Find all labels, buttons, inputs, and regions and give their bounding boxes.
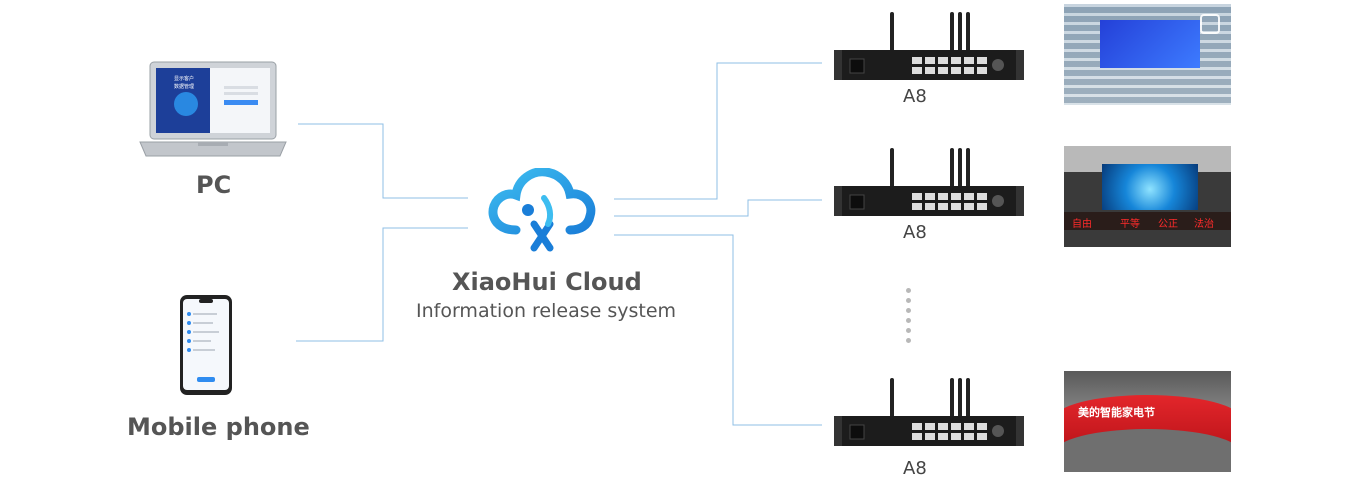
billboard-text: 美的智能家电节	[1078, 406, 1155, 419]
device-3-connector-line	[614, 234, 822, 426]
device-1-label: A8	[903, 86, 927, 107]
mobile-connector-line	[296, 227, 468, 342]
banner-word-1: 自由	[1072, 219, 1092, 230]
device-3-rack-icon	[834, 378, 1024, 446]
pc-label: PC	[196, 171, 232, 199]
device-1-rack-icon	[834, 12, 1024, 80]
laptop-icon	[139, 61, 287, 157]
pc-screen-text-1: 显示客户	[174, 76, 195, 82]
scan-icon	[1200, 14, 1220, 34]
curved-base	[1064, 429, 1231, 472]
device-3-label: A8	[903, 458, 927, 479]
device-2-connector-line	[614, 199, 822, 217]
led-screen-photo-3: 美的智能家电节	[1064, 371, 1231, 472]
device-2-label: A8	[903, 222, 927, 243]
blue-led-screen-2	[1102, 164, 1198, 210]
pc-screen-text-2: 数据管理	[174, 84, 195, 90]
cloud-title: XiaoHui Cloud	[452, 268, 642, 296]
pc-connector-line	[298, 123, 468, 199]
mobile-phone-icon	[180, 295, 232, 395]
led-screen-photo-1	[1064, 4, 1231, 105]
banner-word-3: 公正	[1158, 219, 1178, 230]
blue-led-screen	[1100, 20, 1200, 68]
mobile-phone-label: Mobile phone	[127, 413, 310, 441]
more-devices-ellipsis	[906, 288, 911, 348]
led-screen-photo-2: 自由 平等 公正 法治	[1064, 146, 1231, 247]
xiaohui-cloud-logo	[488, 168, 596, 252]
device-2-rack-icon	[834, 148, 1024, 216]
banner-word-4: 法治	[1194, 219, 1214, 230]
banner-word-2: 平等	[1120, 219, 1140, 230]
device-1-connector-line	[614, 62, 822, 200]
cloud-subtitle: Information release system	[416, 300, 677, 322]
red-banner	[1064, 212, 1231, 230]
